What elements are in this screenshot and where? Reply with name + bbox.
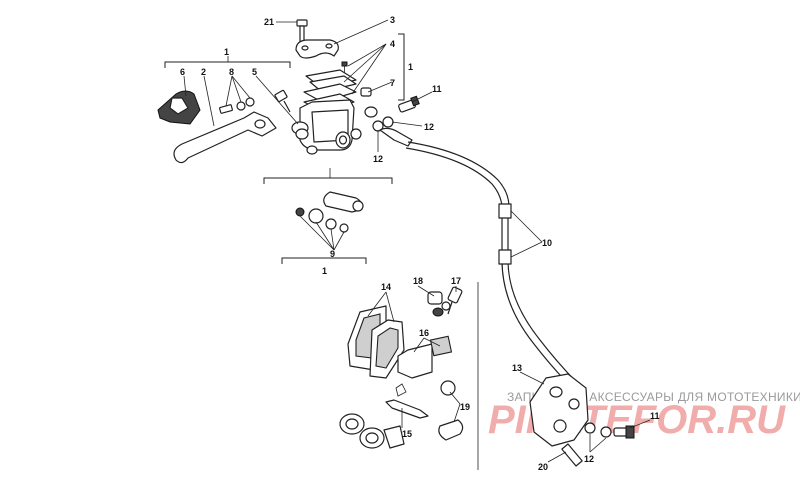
caliper-group: [339, 282, 635, 470]
spring-plate-16: [397, 343, 433, 379]
lever-2: [173, 111, 277, 164]
leader-lines: [183, 19, 651, 463]
callout-8: 8: [229, 67, 234, 77]
callout-20: 20: [538, 462, 548, 472]
bleeder-18: [427, 291, 451, 317]
pivot-pin-group-9: [263, 168, 393, 264]
bolt-8: [219, 97, 255, 114]
callout-12-b: 12: [373, 154, 383, 164]
screw-5: [274, 89, 291, 113]
callout-6: 6: [180, 67, 185, 77]
callout-2: 2: [201, 67, 206, 77]
callout-9: 9: [330, 249, 335, 259]
hose-clip-bottom: [498, 249, 512, 265]
callout-1-right: 1: [408, 62, 413, 72]
callout-19: 19: [460, 402, 470, 412]
callout-5: 5: [252, 67, 257, 77]
callout-15: 15: [402, 429, 412, 439]
washer-12-c: [584, 422, 596, 434]
callout-4: 4: [390, 39, 395, 49]
callout-10: 10: [542, 238, 552, 248]
callout-labels: 21 3 4 1 1 6 2 8 5 7 11 12 12 10 9 1 14 …: [180, 15, 660, 472]
callout-11-bottom: 11: [650, 411, 660, 421]
master-cylinder-group: [157, 19, 420, 164]
washer-12-b: [382, 116, 394, 128]
callout-16: 16: [419, 328, 429, 338]
callout-17: 17: [451, 276, 461, 286]
bolt-20: [561, 443, 583, 467]
callout-18: 18: [413, 276, 423, 286]
callout-12-a: 12: [424, 122, 434, 132]
washer-12-d: [600, 426, 612, 438]
washer-7: [360, 87, 372, 97]
callout-12-c: 12: [584, 454, 594, 464]
callout-11-top: 11: [432, 84, 442, 94]
hose-fitting-top: [379, 127, 413, 147]
bleeder-17: [447, 286, 463, 315]
hose-clip-top: [498, 203, 512, 219]
brake-hose-10: [405, 141, 587, 397]
bracket-mid: [263, 177, 393, 184]
pin-15: [385, 383, 429, 419]
caliper-pistons: [339, 413, 405, 449]
callout-13: 13: [512, 363, 522, 373]
pin-19: [438, 380, 464, 441]
bracket-top: [164, 61, 291, 68]
callout-14: 14: [381, 282, 391, 292]
callout-21: 21: [264, 17, 274, 27]
callout-1-bottom: 1: [322, 266, 327, 276]
banjo-bolt-11-top: [398, 95, 420, 113]
caliper-body-13: [529, 373, 589, 447]
washer-cyl: [364, 106, 378, 118]
bracket-lower: [281, 257, 367, 264]
callout-7: 7: [390, 78, 395, 88]
bracket-right: [398, 33, 405, 101]
banjo-bolt-11-bottom: [613, 425, 635, 439]
callout-1-top: 1: [224, 47, 229, 57]
callout-3: 3: [390, 15, 395, 25]
